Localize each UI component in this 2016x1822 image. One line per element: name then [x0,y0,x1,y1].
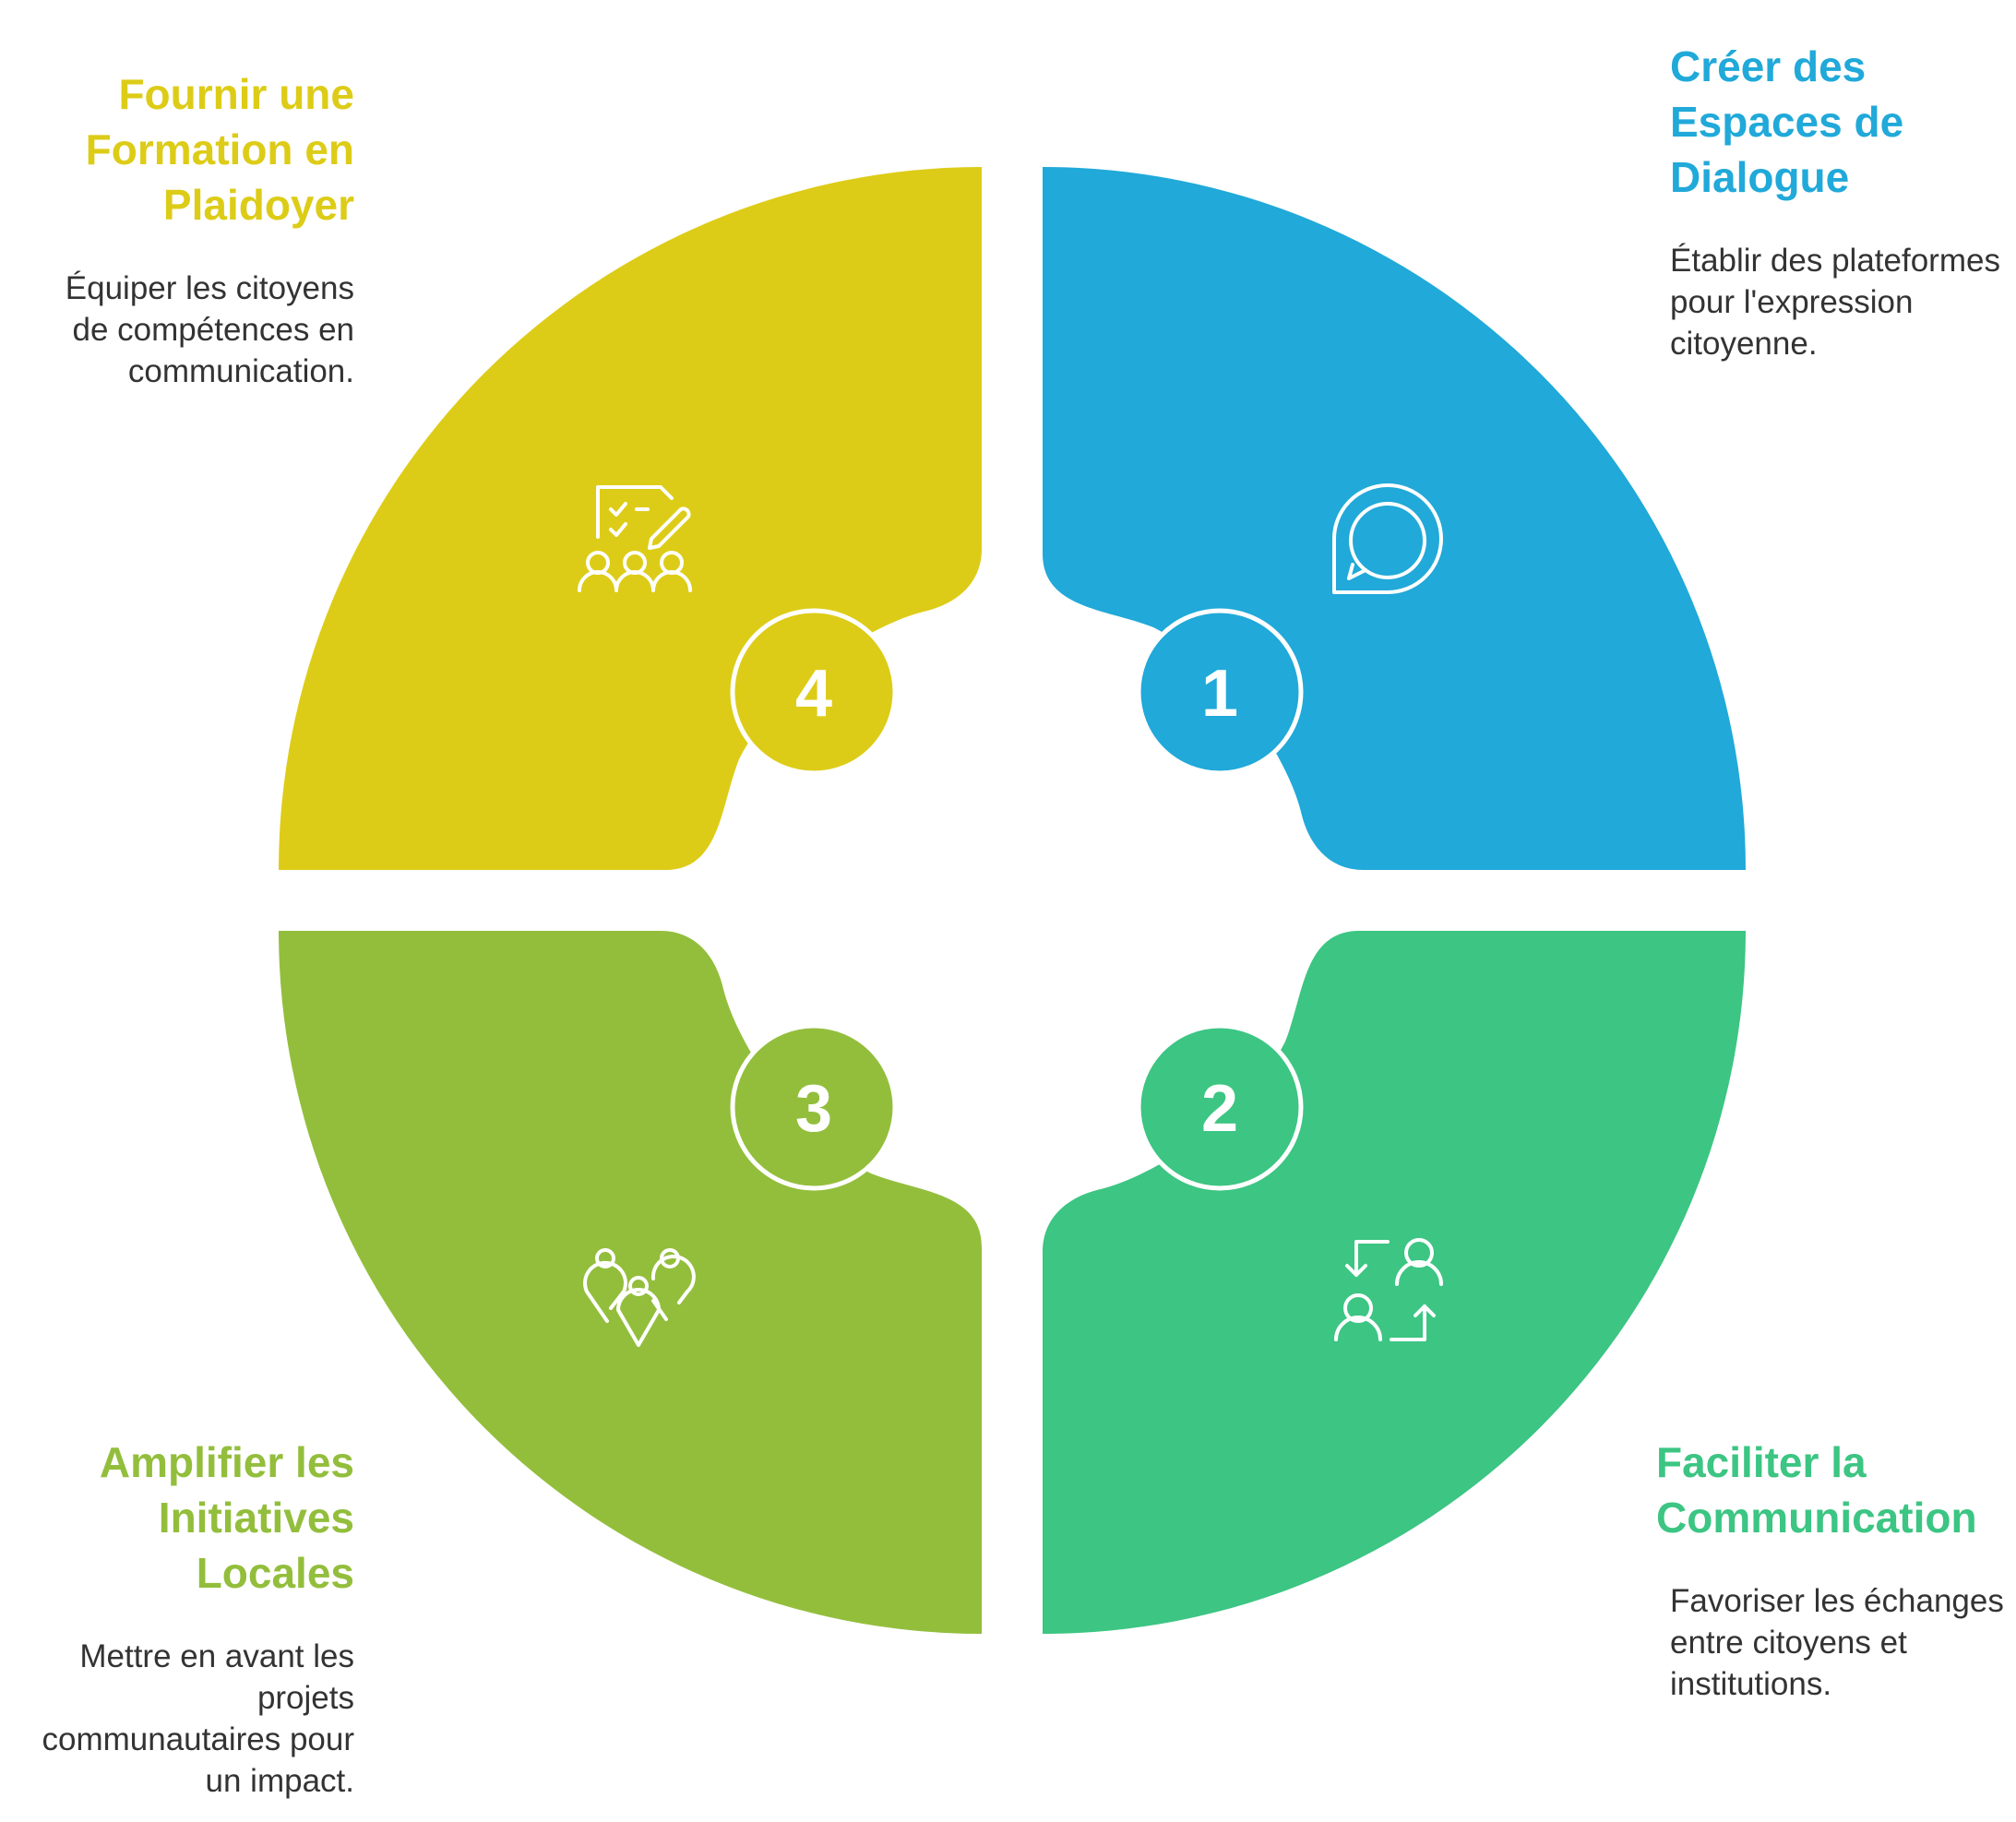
segment-1-label: Créer des Espaces de Dialogue Établir de… [1670,39,2002,364]
number-badge-3: 3 [730,1023,898,1191]
segment-4-shape [279,167,982,870]
segment-1-description: Établir des plateformes pour l'expressio… [1670,243,2000,362]
number-badge-2: 2 [1136,1023,1304,1191]
people-exchange-icon [1334,1238,1443,1341]
segment-3-description: Mettre en avant les projets communautair… [42,1638,355,1799]
number-2: 2 [1201,1072,1238,1146]
map-pins-icon [583,1248,696,1347]
chat-bubbles-icon [1331,483,1443,594]
segment-1-title: Créer des Espaces de Dialogue [1670,42,1904,201]
segment-4-label: Fournir une Formation en Plaidoyer Équip… [22,66,354,392]
segment-2-title: Faciliter la Communication [1656,1438,1977,1542]
number-badge-4: 4 [730,608,898,776]
segment-4-title: Fournir une Formation en Plaidoyer [85,70,354,229]
segment-1-shape [1043,167,1746,870]
number-1: 1 [1201,657,1238,731]
segment-4-description: Équiper les citoyens de compétences en c… [65,270,354,389]
segment-2-description: Favoriser les échanges entre citoyens et… [1670,1583,2004,1702]
segment-2-label: Faciliter la Communication Favoriser les… [1656,1435,2007,1705]
number-3: 3 [795,1072,832,1146]
number-badge-1: 1 [1136,608,1304,776]
training-checklist-icon [578,485,692,592]
segment-2-shape [1043,931,1746,1634]
segment-3-label: Amplifier les Initiatives Locales Mettre… [22,1435,355,1802]
number-4: 4 [795,657,832,731]
segment-3-title: Amplifier les Initiatives Locales [99,1438,354,1597]
